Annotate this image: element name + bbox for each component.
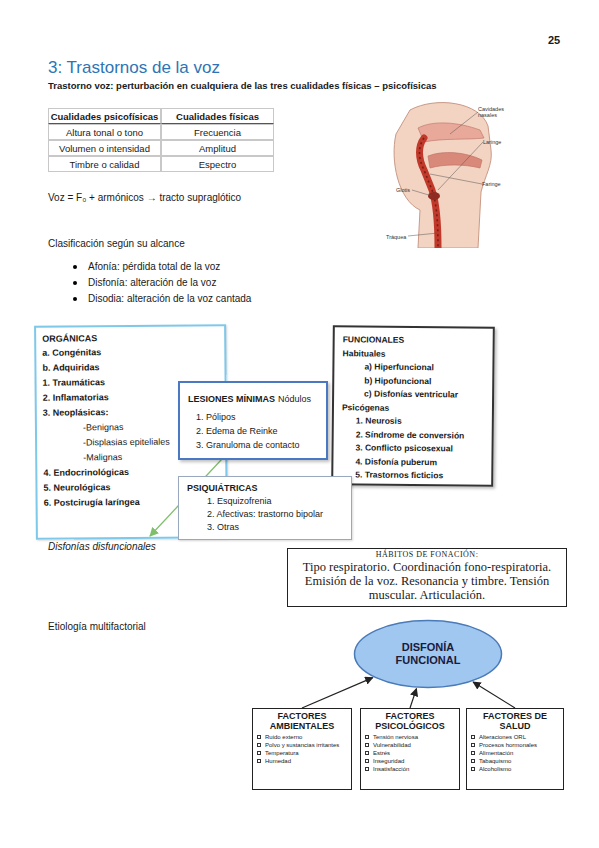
node-heading: ORGÁNICAS bbox=[42, 330, 218, 346]
intro-text: Trastorno voz: perturbación en cualquier… bbox=[48, 80, 437, 91]
table-cell: Altura tonal o tono bbox=[48, 124, 161, 140]
factor-box: FACTORES PSICOLÓGICOS Tensión nerviosaVul… bbox=[360, 708, 460, 790]
node-text: 3. Conflicto psicosexual bbox=[341, 441, 483, 456]
table-cell: Frecuencia bbox=[161, 124, 274, 140]
category-box: LESIONES MÍNIMASNódulos 1. Pólipos2. Edem… bbox=[178, 381, 328, 460]
node-heading: PSIQUIÁTRICAS bbox=[187, 482, 343, 495]
note-text: Etiología multifactorial bbox=[48, 621, 146, 632]
leader-line bbox=[408, 233, 438, 236]
leader-line bbox=[430, 174, 482, 184]
note-text: Disfonías disfuncionales bbox=[48, 541, 156, 552]
node-text: Vulnerabilidad bbox=[364, 741, 456, 749]
part-label: Glotis bbox=[396, 187, 410, 193]
factor-arrow bbox=[473, 682, 515, 708]
part-label: Tráquea bbox=[386, 234, 406, 240]
node-text: c) Disfonías ventricular bbox=[342, 387, 484, 402]
node-text: 2. Síndrome de conversión bbox=[342, 428, 484, 443]
node-heading: LESIONES MÍNIMAS bbox=[188, 394, 275, 404]
nasal-cavity bbox=[418, 123, 484, 142]
table-cell: Volumen o intensidad bbox=[48, 140, 161, 156]
node-heading: FUNCIONALES bbox=[343, 333, 485, 348]
formula-text: Voz = F₀ + armónicos → tracto supraglóti… bbox=[48, 192, 241, 203]
node-text: 4. Disfonía puberum bbox=[341, 455, 483, 470]
node-text: Procesos hormonales bbox=[470, 741, 560, 749]
factor-arrow bbox=[302, 678, 373, 708]
oral-cavity bbox=[428, 153, 482, 168]
leader-line bbox=[412, 190, 432, 196]
node-text: 1. Neurosis bbox=[342, 414, 484, 429]
factor-arrow bbox=[410, 689, 416, 708]
part-label: Cavidades nasales bbox=[478, 106, 514, 118]
node-text: Ruido externo bbox=[256, 733, 348, 741]
node-text: Polvo y sustancias irritantes bbox=[256, 741, 348, 749]
node-text: 3. Granuloma de contacto bbox=[188, 438, 318, 452]
node-text: 3. Otras bbox=[187, 521, 343, 534]
node-heading: FACTORES DE SALUD bbox=[470, 711, 560, 731]
category-box: FUNCIONALESHabitualesa) Hiperfuncionalb)… bbox=[331, 325, 495, 487]
node-text: Inseguridad bbox=[364, 757, 456, 765]
node-heading: DISFONÍA FUNCIONAL bbox=[386, 641, 470, 667]
node-text: 2. Afectivas: trastorno bipolar bbox=[187, 508, 343, 521]
node-text: Estrés bbox=[364, 749, 456, 757]
table-header: Cualidades psicofísicas bbox=[48, 108, 161, 124]
category-box: PSIQUIÁTRICAS1. Esquizofrenia2. Afectiva… bbox=[178, 476, 352, 540]
node-heading: FACTORES PSICOLÓGICOS bbox=[364, 711, 456, 731]
factor-box: FACTORES DE SALUD Alteraciones ORLProceso… bbox=[466, 708, 564, 790]
node-text: 2. Edema de Reinke bbox=[188, 424, 318, 438]
node-text: a. Congénitas bbox=[42, 344, 218, 361]
part-label: Faringe bbox=[482, 181, 501, 187]
node-text: a) Hiperfuncional bbox=[342, 360, 484, 375]
node-text: b. Adquiridas bbox=[42, 359, 218, 376]
part-label: Laringe bbox=[483, 139, 501, 145]
bullet-item: Afonía: pérdida total de la voz bbox=[88, 261, 220, 272]
page-title: 3: Trastornos de la voz bbox=[48, 58, 220, 78]
node-text: Habituales bbox=[342, 347, 484, 362]
ellipse-shape bbox=[355, 621, 502, 688]
table-header: Cualidades físicas bbox=[161, 108, 274, 124]
section-heading: Clasificación según su alcance bbox=[48, 238, 185, 249]
node-text: Psicógenas bbox=[342, 401, 484, 416]
node-text: b) Hipofuncional bbox=[342, 374, 484, 389]
node-text: 1. Esquizofrenia bbox=[187, 495, 343, 508]
vocal-tract-illustration bbox=[388, 98, 508, 248]
table-cell: Timbre o calidad bbox=[48, 156, 161, 172]
central-ellipse: DISFONÍA FUNCIONAL bbox=[353, 619, 503, 689]
node-text: Tabaquismo bbox=[470, 757, 560, 765]
node-text: 1. Pólipos bbox=[188, 410, 318, 424]
node-text: Tensión nerviosa bbox=[364, 733, 456, 741]
node-heading: FACTORES AMBIENTALES bbox=[256, 711, 348, 731]
node-text: Insatisfacción bbox=[364, 765, 456, 773]
bullet-item: Disfonía: alteración de la voz bbox=[88, 277, 216, 288]
node-text: Humedad bbox=[256, 757, 348, 765]
node-text: 5. Trastornos ficticios bbox=[341, 468, 483, 483]
node-text: Alimentación bbox=[470, 749, 560, 757]
node-text: Alcoholismo bbox=[470, 765, 560, 773]
bullet-item: Disodia: alteración de la voz cantada bbox=[88, 293, 251, 304]
glottis-mark bbox=[428, 192, 440, 200]
node-text: Tipo respiratorio. Coordinación fono-res… bbox=[292, 560, 562, 602]
page-number: 25 bbox=[548, 34, 560, 46]
node-heading: HÁBITOS DE FONACIÓN: bbox=[292, 550, 562, 560]
table-cell: Amplitud bbox=[161, 140, 274, 156]
table-cell: Espectro bbox=[161, 156, 274, 172]
factor-box: FACTORES AMBIENTALES Ruido externoPolvo y… bbox=[252, 708, 352, 790]
node-text: Temperatura bbox=[256, 749, 348, 757]
node-text: Alteraciones ORL bbox=[470, 733, 560, 741]
head-section bbox=[394, 103, 491, 248]
node-text: Nódulos bbox=[278, 394, 311, 404]
habits-box: HÁBITOS DE FONACIÓN:Tipo respiratorio. C… bbox=[287, 548, 567, 607]
leader-line bbox=[450, 112, 478, 134]
